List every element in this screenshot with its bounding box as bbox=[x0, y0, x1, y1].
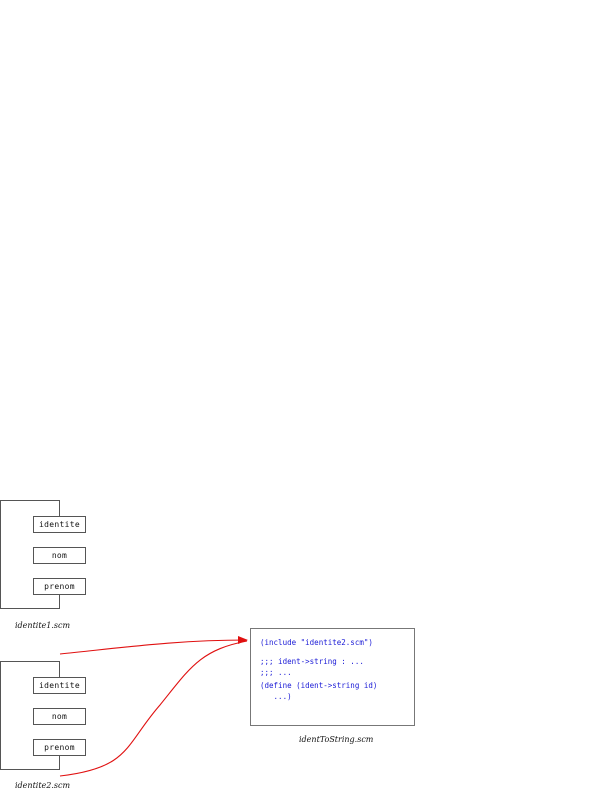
module-frame bbox=[0, 500, 60, 609]
module-caption: identite1.scm bbox=[15, 621, 71, 630]
include-arrow-top bbox=[59, 636, 248, 655]
code-line-comment: ;;; ident->string : ... bbox=[260, 657, 364, 666]
code-box: (include "identite2.scm") ;;; ident->str… bbox=[250, 628, 415, 726]
code-line-body: ...) bbox=[260, 692, 292, 701]
frame-notch-top bbox=[59, 661, 60, 679]
field-prenom: prenom bbox=[33, 739, 86, 756]
code-line-define: (define (ident->string id) bbox=[260, 681, 378, 690]
frame-notch-top bbox=[59, 500, 60, 518]
include-arrow-bottom bbox=[59, 640, 248, 777]
module-caption: identite2.scm bbox=[15, 781, 71, 790]
field-nom: nom bbox=[33, 708, 86, 725]
frame-notch-bottom bbox=[59, 754, 60, 770]
code-line-comment: ;;; ... bbox=[260, 668, 292, 677]
field-prenom: prenom bbox=[33, 578, 86, 595]
module-frame bbox=[0, 661, 60, 770]
field-identite: identite bbox=[33, 677, 86, 694]
code-line-include: (include "identite2.scm") bbox=[260, 638, 373, 647]
field-nom: nom bbox=[33, 547, 86, 564]
frame-notch-bottom bbox=[59, 593, 60, 609]
field-identite: identite bbox=[33, 516, 86, 533]
code-box-caption: identToString.scm bbox=[299, 735, 374, 744]
